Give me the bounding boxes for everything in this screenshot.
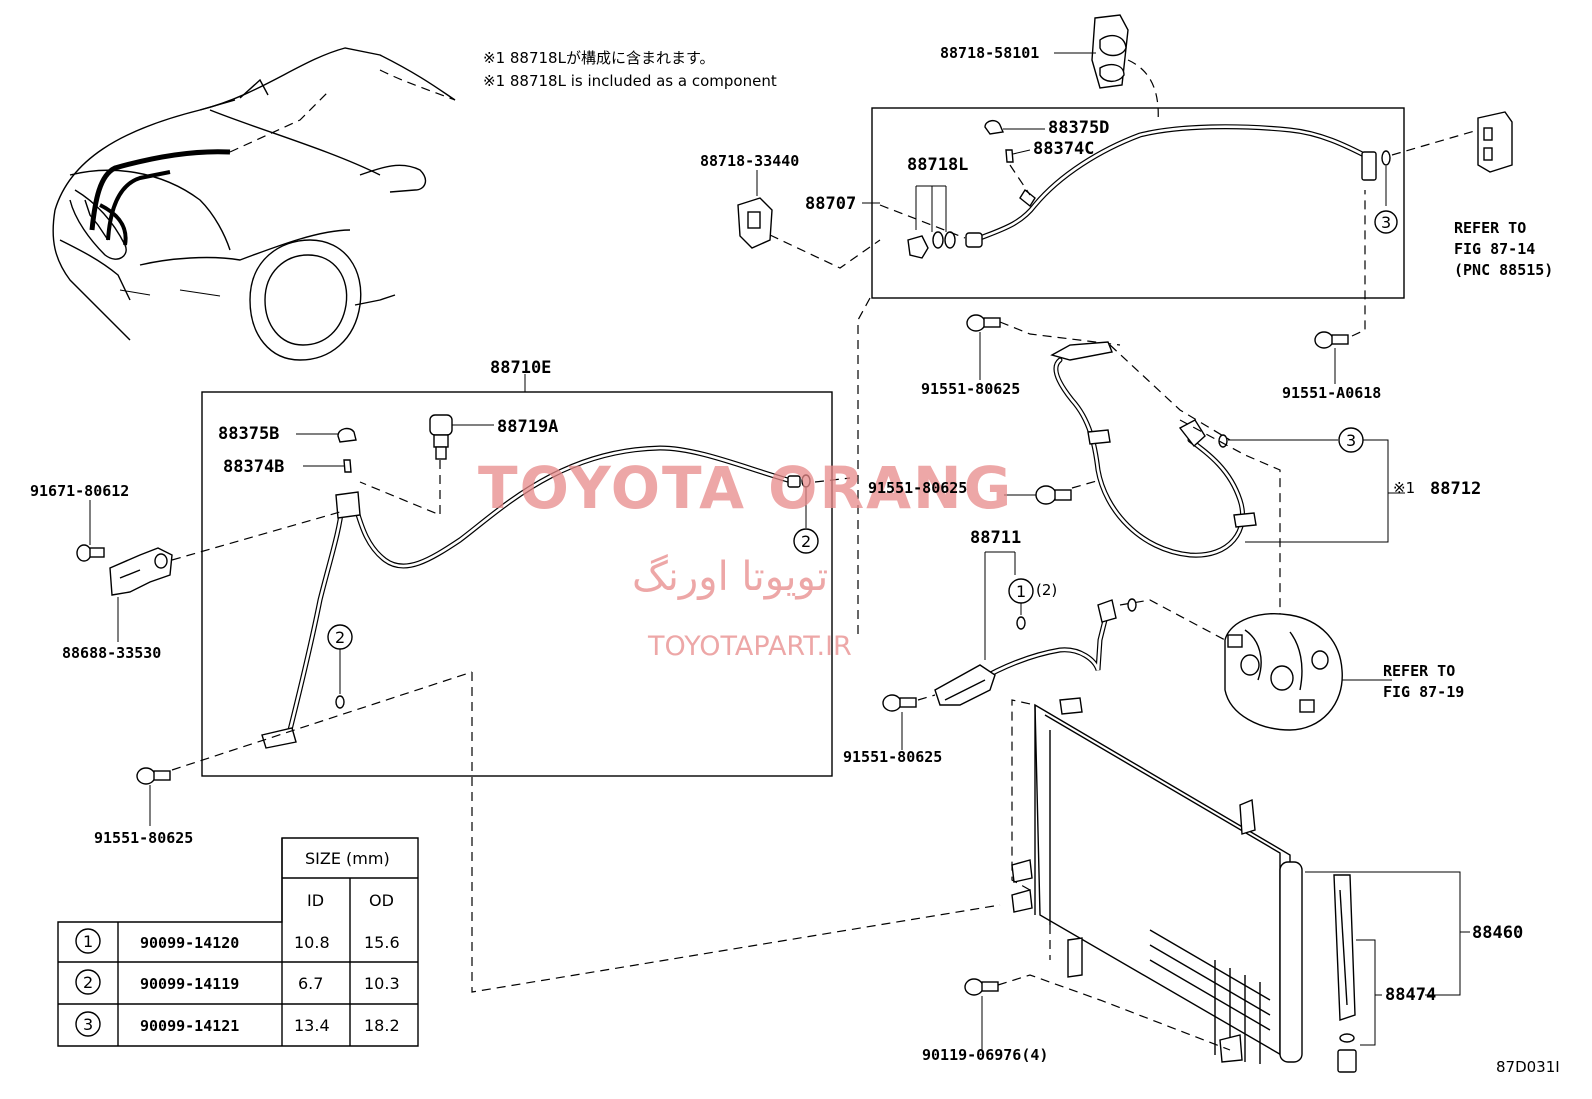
refer2-line-2: FIG 87-19 xyxy=(1383,683,1464,701)
label-88460: 88460 xyxy=(1472,923,1523,943)
table-row-1-od: 15.6 xyxy=(364,933,400,952)
bracket-88688-33530 xyxy=(109,547,173,596)
table-row-2-ref: 2 xyxy=(83,973,93,992)
desiccant-88474 xyxy=(1333,874,1357,1073)
label-88712: 88712 xyxy=(1430,479,1481,499)
watermark-url: TOYOTAPART.IR xyxy=(647,631,852,662)
table-row-1-id: 10.8 xyxy=(294,933,330,952)
refer-line-3: (PNC 88515) xyxy=(1454,261,1553,279)
vehicle-sketch xyxy=(52,47,456,361)
label-88711: 88711 xyxy=(970,528,1021,548)
label-91551-A0618: 91551-A0618 xyxy=(1282,384,1381,402)
label-88375D: 88375D xyxy=(1048,118,1109,138)
table-col-id: ID xyxy=(307,891,324,910)
label-88710E: 88710E xyxy=(490,358,551,378)
label-88474: 88474 xyxy=(1385,985,1436,1005)
label-91671-80612: 91671-80612 xyxy=(30,482,129,500)
label-88374C: 88374C xyxy=(1033,139,1094,159)
compressor xyxy=(1224,613,1343,731)
watermark-persian: تویوتا اورنگ xyxy=(632,554,828,600)
label-91551-80625-lower-mid: 91551-80625 xyxy=(843,748,942,766)
label-90119-06976: 90119-06976(4) xyxy=(922,1046,1048,1064)
clip-88718L xyxy=(907,185,956,259)
expansion-valve xyxy=(1477,111,1513,173)
pipe-88710E xyxy=(261,445,801,749)
label-88719A: 88719A xyxy=(497,417,558,437)
size-table: SIZE (mm) ID OD 1 90099-14120 10.8 15.6 … xyxy=(57,837,419,1047)
label-88718L: 88718L xyxy=(907,155,968,175)
label-88718-33440: 88718-33440 xyxy=(700,152,799,170)
bolt-90119-06976 xyxy=(964,978,999,996)
refer2-line-1: REFER TO xyxy=(1383,662,1455,680)
label-88718-58101: 88718-58101 xyxy=(940,44,1039,62)
note-en: ※1 88718L is included as a component xyxy=(483,72,777,90)
diagram-code: 87D031I xyxy=(1496,1058,1560,1076)
hose-88712 xyxy=(1050,341,1257,558)
svg-text:3: 3 xyxy=(1381,213,1391,232)
table-title: SIZE (mm) xyxy=(305,849,390,868)
mark-1: ※1 xyxy=(1393,479,1415,497)
box-88710E xyxy=(201,391,833,777)
clamp-88718-33440 xyxy=(737,197,773,249)
table-row-2-id: 6.7 xyxy=(298,974,323,993)
bolt-91551-80625-lower-left xyxy=(136,767,171,785)
note-jp: ※1 88718Lが構成に含まれます。 xyxy=(483,49,714,67)
pipe-88707 xyxy=(965,124,1377,248)
label-88375B: 88375B xyxy=(218,424,279,444)
table-row-3-id: 13.4 xyxy=(294,1016,330,1035)
cap-88375B xyxy=(337,427,357,443)
core-88374C xyxy=(1005,149,1014,163)
refer-line-1: REFER TO xyxy=(1454,219,1526,237)
pipe-88711 xyxy=(934,599,1117,706)
condenser-88460 xyxy=(1011,697,1303,1064)
cap-88375D xyxy=(984,120,1004,135)
callout-3-upper xyxy=(1374,210,1398,234)
table-col-od: OD xyxy=(369,891,394,910)
table-row-3-part: 90099-14121 xyxy=(140,1017,239,1035)
table-row-1-ref: 1 xyxy=(83,932,93,951)
bolt-91671-80612 xyxy=(76,544,105,562)
switch-88719A xyxy=(429,414,453,460)
o-ring-3-upper xyxy=(1381,150,1391,166)
bracket-88718-58101 xyxy=(1091,14,1129,89)
table-row-2-od: 10.3 xyxy=(364,974,400,993)
qty-2: (2) xyxy=(1036,581,1057,599)
watermark-title: TOYOTA ORANG xyxy=(478,454,1013,522)
table-row-2-part: 90099-14119 xyxy=(140,975,239,993)
table-row-3-ref: 3 xyxy=(83,1015,93,1034)
svg-text:1: 1 xyxy=(1016,582,1026,601)
core-88374B xyxy=(343,459,352,473)
label-88688-33530: 88688-33530 xyxy=(62,644,161,662)
bolt-91551-80625-lower-mid xyxy=(882,694,917,712)
bolt-91551-80625-upper xyxy=(966,314,1001,332)
bolt-91551-A0618 xyxy=(1314,331,1349,349)
label-88374B: 88374B xyxy=(223,457,284,477)
svg-text:2: 2 xyxy=(335,628,345,647)
label-91551-80625-mid: 91551-80625 xyxy=(868,479,967,497)
svg-text:3: 3 xyxy=(1346,431,1356,450)
table-row-1-part: 90099-14120 xyxy=(140,934,239,952)
bolt-91551-80625-mid xyxy=(1035,485,1072,505)
callout-2-pipe-end xyxy=(793,528,819,554)
label-91551-80625-lower-left: 91551-80625 xyxy=(94,829,193,847)
table-row-3-od: 18.2 xyxy=(364,1016,400,1035)
refer-line-2: FIG 87-14 xyxy=(1454,240,1535,258)
label-88707: 88707 xyxy=(805,194,856,214)
label-91551-80625-upper: 91551-80625 xyxy=(921,380,1020,398)
svg-text:2: 2 xyxy=(801,532,811,551)
